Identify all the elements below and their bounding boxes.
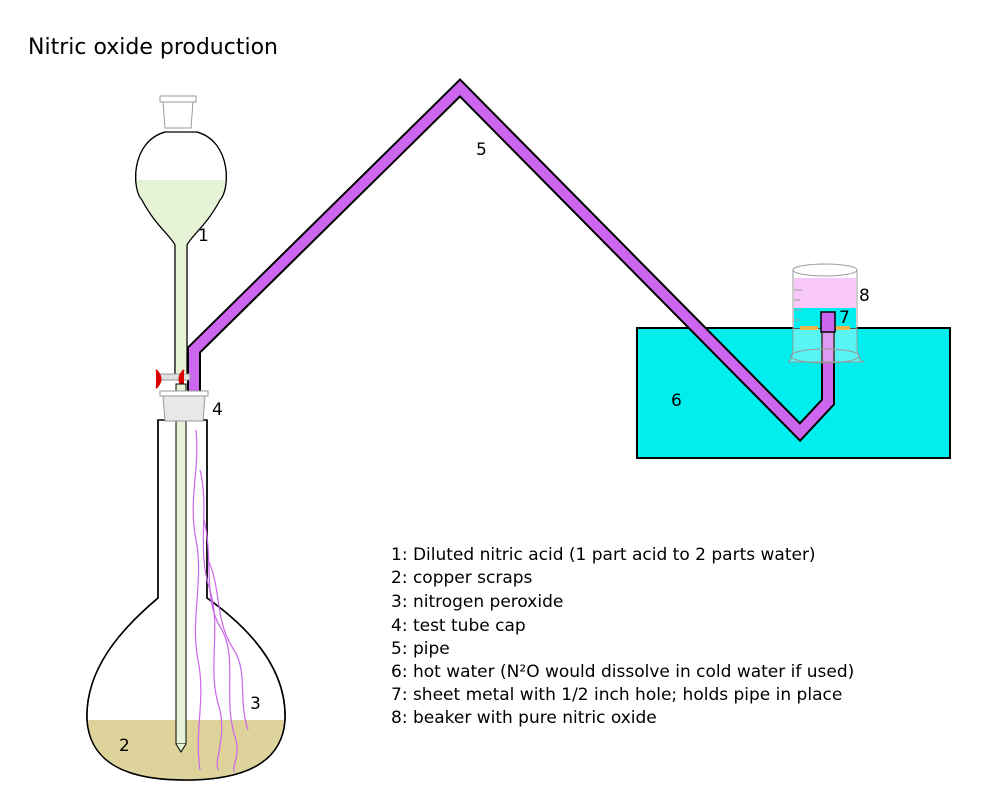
legend-item: 8: beaker with pure nitric oxide bbox=[391, 708, 657, 728]
nitrogen-peroxide-gas bbox=[192, 429, 249, 773]
legend-item: 7: sheet metal with 1/2 inch hole; holds… bbox=[391, 685, 842, 705]
delivery-pipe bbox=[187, 78, 835, 443]
diagram-title: Nitric oxide production bbox=[28, 35, 278, 60]
callout-5: 5 bbox=[476, 140, 487, 160]
stopcock-handle-left bbox=[155, 369, 162, 389]
callout-8: 8 bbox=[859, 286, 870, 306]
legend-item: 2: copper scraps bbox=[391, 568, 533, 588]
separatory-funnel bbox=[135, 95, 227, 753]
callout-6: 6 bbox=[671, 391, 682, 411]
legend-item: 3: nitrogen peroxide bbox=[391, 592, 563, 612]
callout-7: 7 bbox=[839, 308, 850, 328]
callout-4: 4 bbox=[212, 400, 223, 420]
callout-1: 1 bbox=[198, 226, 209, 246]
callout-3: 3 bbox=[250, 694, 261, 714]
legend: 1: Diluted nitric acid (1 part acid to 2… bbox=[391, 545, 854, 728]
copper-scraps bbox=[161, 752, 199, 777]
legend-item: 5: pipe bbox=[391, 639, 450, 659]
test-tube-cap bbox=[159, 390, 209, 422]
callout-2: 2 bbox=[119, 736, 130, 756]
sheet-metal-holder bbox=[800, 326, 850, 330]
legend-item: 1: Diluted nitric acid (1 part acid to 2… bbox=[391, 545, 816, 565]
legend-item: 4: test tube cap bbox=[391, 616, 526, 636]
hot-water-tank bbox=[636, 327, 951, 459]
legend-item: 6: hot water (N²O would dissolve in cold… bbox=[391, 662, 854, 682]
